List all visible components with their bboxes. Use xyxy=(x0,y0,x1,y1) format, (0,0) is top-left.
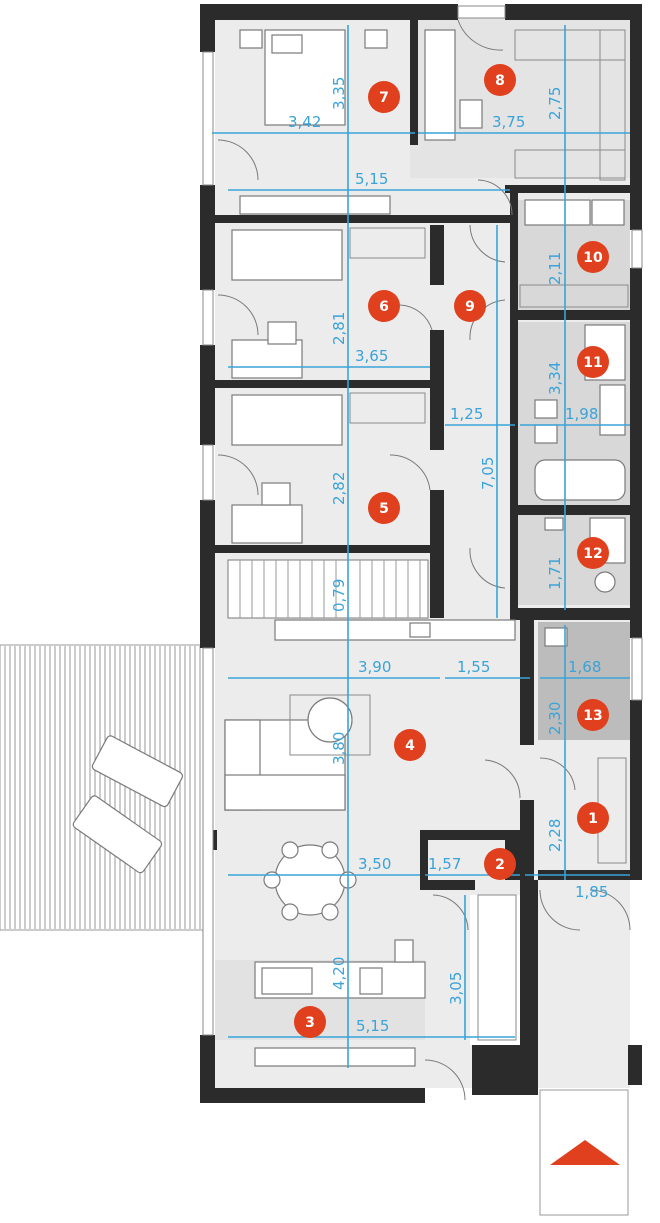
dim-r6-height: 2,81 xyxy=(330,312,348,345)
dim-corridor-top-width: 5,15 xyxy=(355,170,388,188)
dim-r7-width: 3,42 xyxy=(288,113,321,131)
svg-text:4: 4 xyxy=(405,738,415,754)
svg-text:11: 11 xyxy=(583,355,602,371)
dim-r4-width-right: 1,55 xyxy=(457,658,490,676)
dim-r13-width: 1,68 xyxy=(568,658,601,676)
svg-text:7: 7 xyxy=(379,90,389,106)
entrance-arrow-icon xyxy=(550,1140,620,1165)
furniture xyxy=(224,29,629,1067)
svg-text:6: 6 xyxy=(379,299,389,315)
dimension-lines xyxy=(212,25,630,1068)
svg-text:5: 5 xyxy=(379,501,389,517)
svg-text:2: 2 xyxy=(495,857,505,873)
dim-r3-height: 4,20 xyxy=(330,957,348,990)
dim-r4-width-left: 3,90 xyxy=(358,658,391,676)
room-badge-5: 5 xyxy=(368,492,400,524)
staircase xyxy=(227,559,429,619)
dim-hall-width: 1,25 xyxy=(450,405,483,423)
room-badge-2: 2 xyxy=(484,848,516,880)
dim-stair-height: 0,79 xyxy=(330,579,348,612)
dim-r1-height: 2,28 xyxy=(546,819,564,852)
terrace-decking xyxy=(4,646,201,929)
svg-text:3: 3 xyxy=(305,1015,315,1031)
room-badge-10: 10 xyxy=(577,241,609,273)
svg-text:12: 12 xyxy=(583,546,602,562)
dim-r7-height: 3,35 xyxy=(330,77,348,110)
sun-lounger xyxy=(72,735,184,874)
dimension-labels: 3,42 3,35 3,75 2,75 5,15 2,11 3,65 2,81 … xyxy=(288,77,608,1035)
svg-text:10: 10 xyxy=(583,250,603,266)
dim-r2-height: 3,05 xyxy=(447,972,465,1005)
dim-r11-height: 3,34 xyxy=(546,362,564,395)
terrace xyxy=(0,644,206,931)
dim-r12-height: 1,71 xyxy=(546,557,564,590)
room-badges: 7 8 10 6 9 11 5 12 13 4 1 2 3 xyxy=(294,64,609,1038)
dim-r8-width: 3,75 xyxy=(492,113,525,131)
room-badge-7: 7 xyxy=(368,81,400,113)
svg-text:1: 1 xyxy=(588,811,598,827)
walls xyxy=(200,4,642,1103)
room-badge-4: 4 xyxy=(394,729,426,761)
dim-hall-height: 7,05 xyxy=(479,457,497,490)
dim-r11-width: 1,98 xyxy=(565,405,598,423)
room-badge-13: 13 xyxy=(577,699,609,731)
room-badge-12: 12 xyxy=(577,537,609,569)
dim-r2-width: 1,57 xyxy=(428,855,461,873)
windows xyxy=(202,5,643,1036)
room-badge-1: 1 xyxy=(577,802,609,834)
stair-frame xyxy=(227,559,429,619)
room-badge-8: 8 xyxy=(484,64,516,96)
svg-text:8: 8 xyxy=(495,73,505,89)
dim-r10-height: 2,11 xyxy=(546,252,564,285)
dim-r6-width: 3,65 xyxy=(355,347,388,365)
room-badge-9: 9 xyxy=(454,290,486,322)
room-badge-11: 11 xyxy=(577,346,609,378)
svg-text:9: 9 xyxy=(465,299,475,315)
dim-r3-width-bottom: 5,15 xyxy=(356,1017,389,1035)
dim-r4-height: 3,80 xyxy=(330,732,348,765)
room-badge-6: 6 xyxy=(368,290,400,322)
dim-r8-height: 2,75 xyxy=(546,87,564,120)
dim-r3-width-top: 3,50 xyxy=(358,855,391,873)
entrance-path xyxy=(539,1089,629,1216)
dim-r5-height: 2,82 xyxy=(330,472,348,505)
room-badge-3: 3 xyxy=(294,1006,326,1038)
dim-r1-width: 1,85 xyxy=(575,883,608,901)
dim-r13-height: 2,30 xyxy=(546,702,564,735)
svg-text:13: 13 xyxy=(583,708,602,724)
